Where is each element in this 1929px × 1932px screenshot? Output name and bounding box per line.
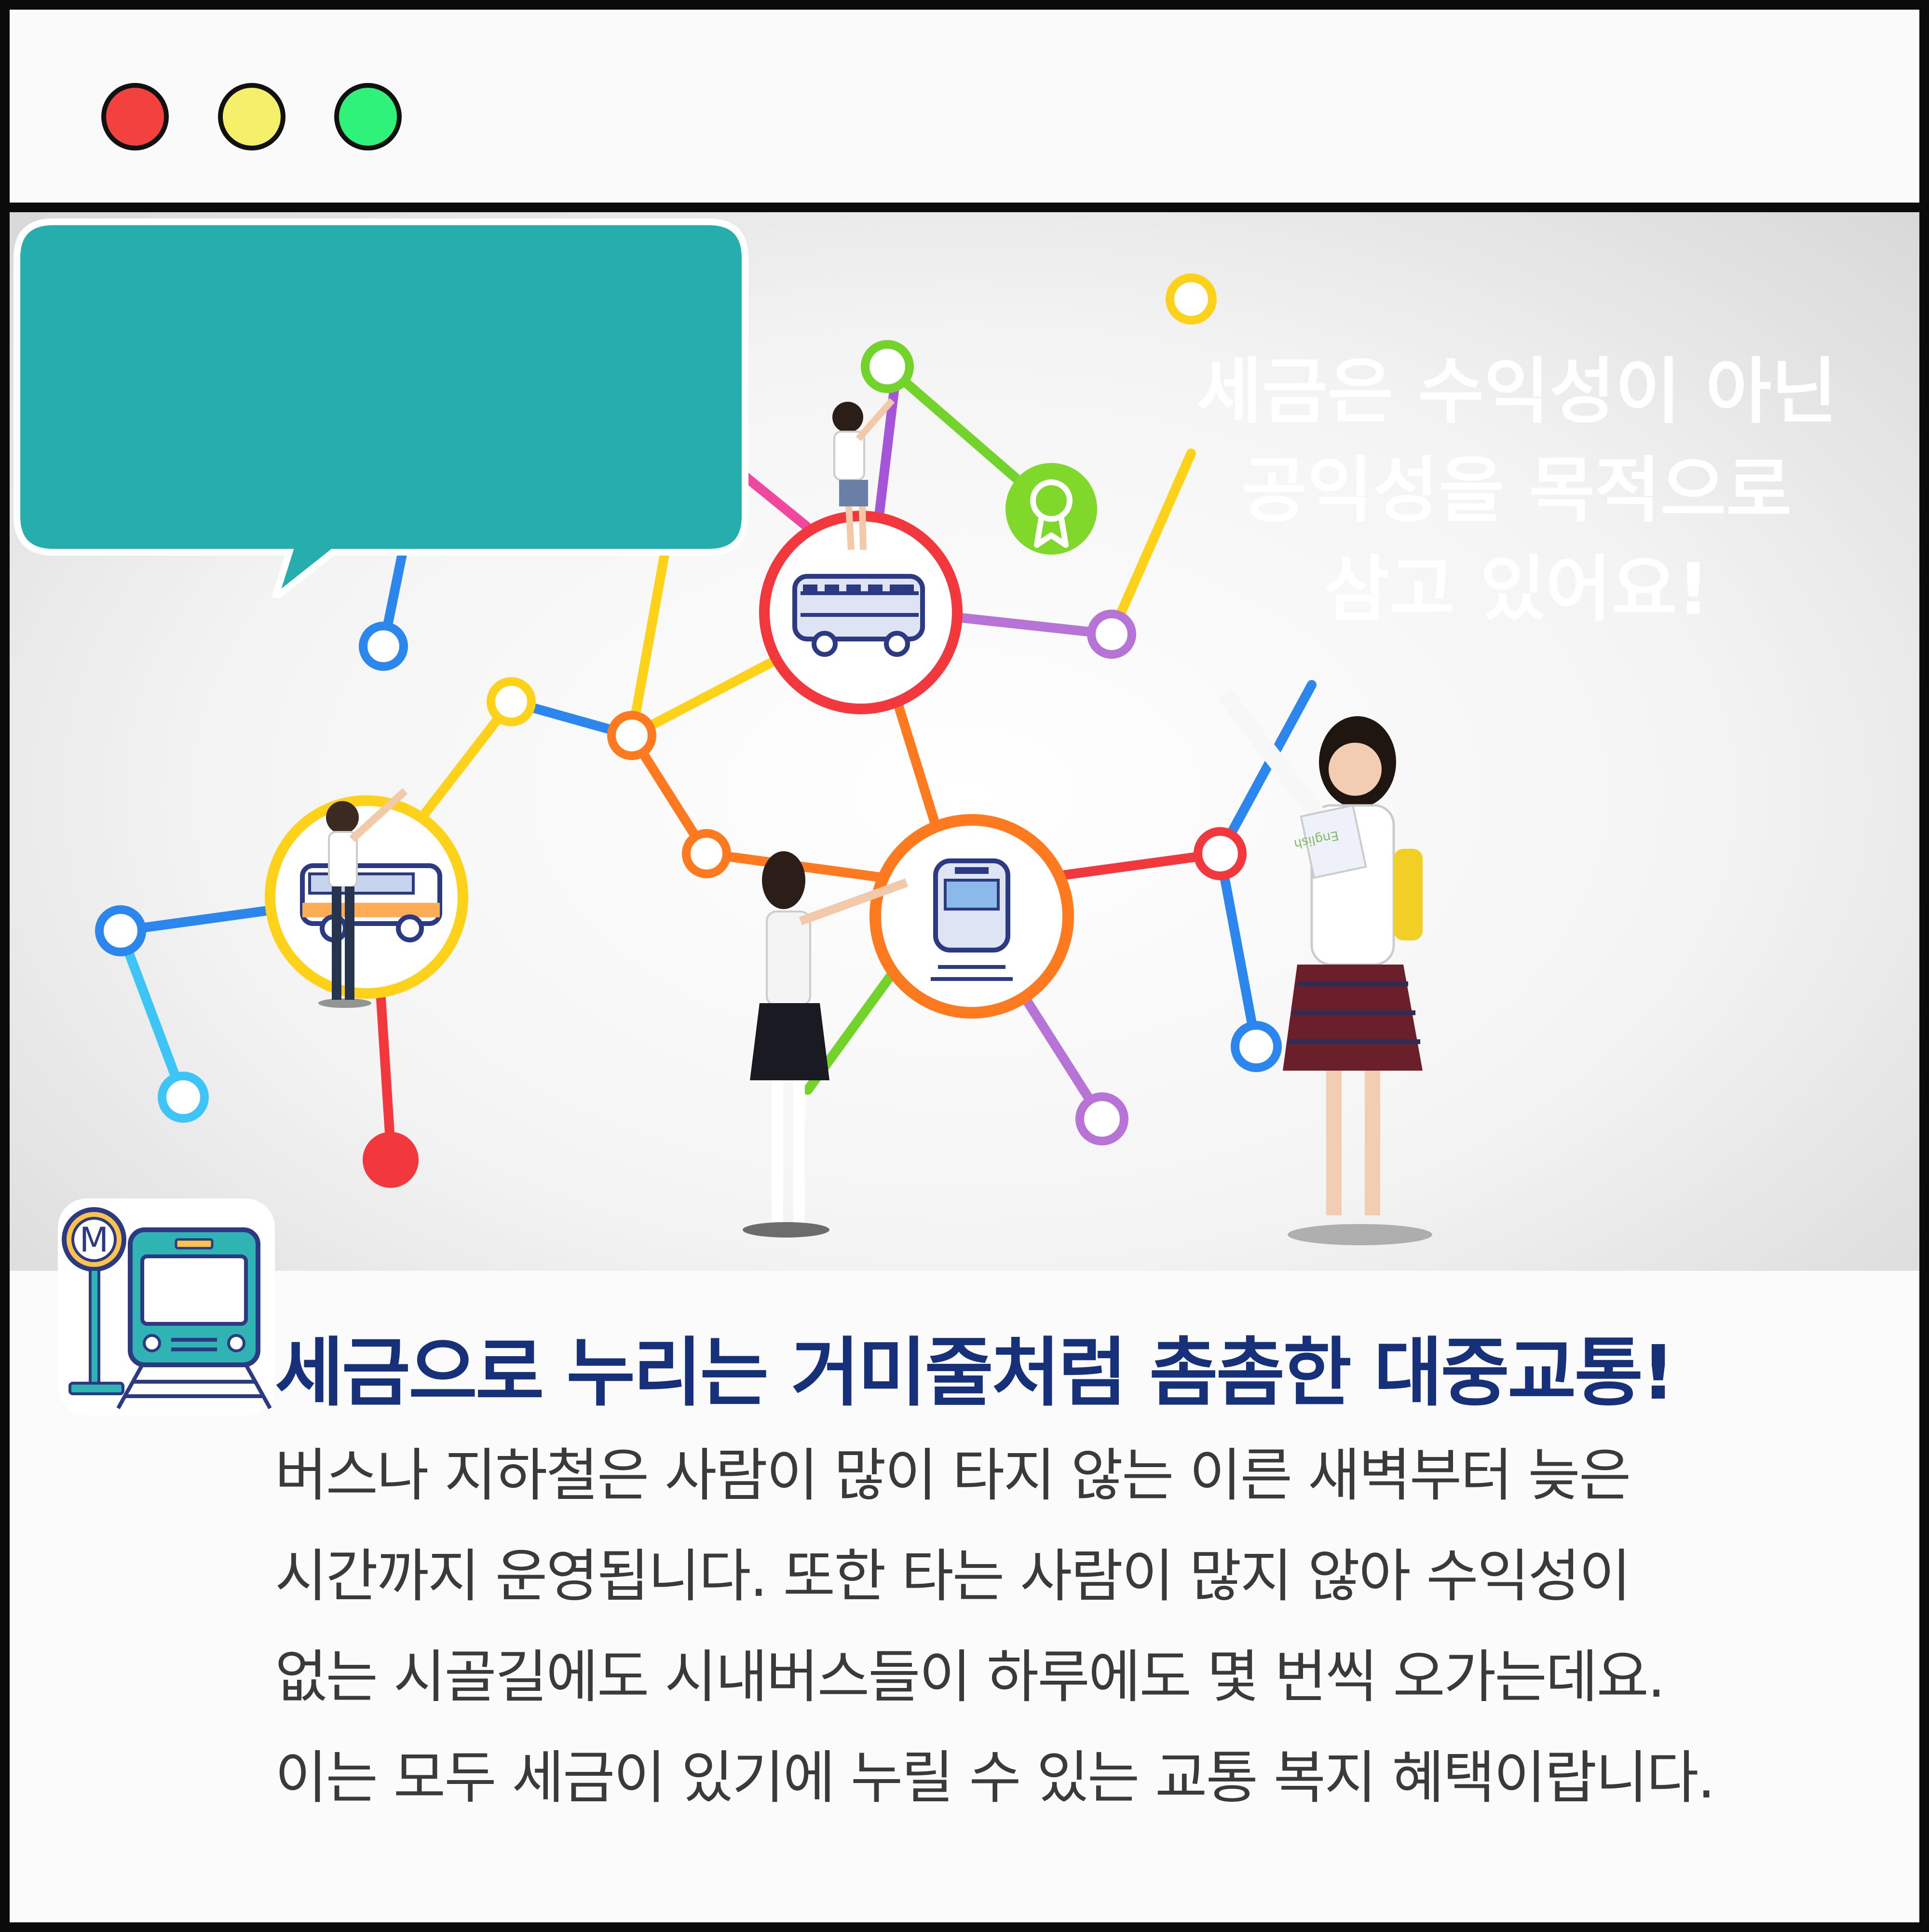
girl-pointing-figure bbox=[743, 851, 909, 1238]
student-girl-figure bbox=[1218, 689, 1432, 1245]
train-icon bbox=[869, 814, 1074, 1019]
award-ribbon-icon bbox=[1005, 463, 1097, 555]
close-button[interactable] bbox=[101, 83, 169, 150]
speech-line-2: 공익성을 목적으로 bbox=[1241, 449, 1792, 532]
paragraph-line: 없는 시골길에도 시내버스들이 하루에도 몇 번씩 오가는데요. bbox=[275, 1644, 1666, 1710]
network-graphic: English bbox=[72, 273, 1432, 1245]
bus-icon bbox=[265, 795, 468, 999]
paragraph-line: 이는 모두 세금이 있기에 누릴 수 있는 교통 복지 혜택이랍니다. bbox=[275, 1744, 1715, 1811]
minimize-button[interactable] bbox=[218, 83, 285, 150]
speech-line-1: 세금은 수익성이 아닌 bbox=[1196, 350, 1837, 433]
body-paragraph: 버스나 지하철은 사람이 많이 타지 않는 이른 새벽부터 늦은 시간까지 운영… bbox=[275, 1425, 1866, 1828]
end-node-icon bbox=[363, 1132, 419, 1188]
metro-station-icon: M bbox=[58, 1198, 275, 1415]
section-heading: 세금으로 누리는 거미줄처럼 촘촘한 대중교통! bbox=[275, 1329, 1675, 1416]
content-panel bbox=[10, 1271, 1919, 1922]
paragraph-line: 시간까지 운영됩니다. 또한 타는 사람이 많지 않아 수익성이 bbox=[275, 1543, 1631, 1609]
transit-network-illustration: English 세금은 수익성이 아닌 공익성을 목적으로 삼고 있어요! bbox=[10, 212, 1919, 1271]
maximize-button[interactable] bbox=[334, 83, 402, 150]
speech-bubble-text: 세금은 수익성이 아닌 공익성을 목적으로 삼고 있어요! bbox=[1153, 342, 1881, 639]
speech-line-3: 삼고 있어요! bbox=[1324, 548, 1710, 631]
metro-letter: M bbox=[80, 1220, 109, 1260]
boy-figure bbox=[318, 788, 408, 1008]
girl-sitting-figure bbox=[832, 398, 895, 550]
speech-bubble bbox=[14, 218, 748, 598]
double-decker-bus-icon bbox=[759, 511, 963, 714]
title-bar bbox=[10, 10, 1919, 212]
paragraph-line: 버스나 지하철은 사람이 많이 타지 않는 이른 새벽부터 늦은 bbox=[275, 1442, 1631, 1509]
